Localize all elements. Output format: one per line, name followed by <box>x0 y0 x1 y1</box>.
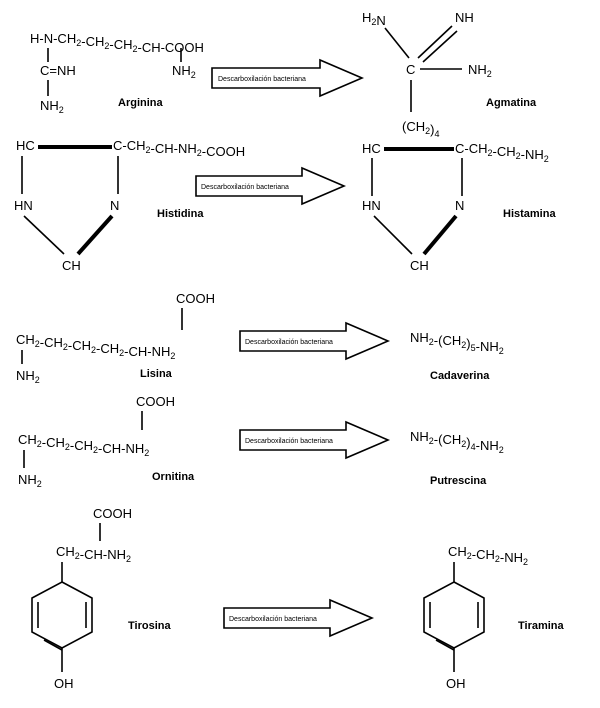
histidina-label: Histidina <box>157 208 204 220</box>
tiramina-oh: OH <box>446 676 466 691</box>
tirosina-label: Tirosina <box>128 620 171 632</box>
histidina-hc: HC <box>16 138 35 153</box>
ornitina-label: Ornitina <box>152 471 195 483</box>
reaction-arrow-label: Descarboxilación bacteriana <box>245 438 333 445</box>
reaction-arrow-3: Descarboxilación bacteriana <box>239 321 391 361</box>
agmatina-structure: H2N NH C NH2 (CH2)4 Agmatina <box>362 10 537 139</box>
arginina-alpha-amine: NH2 <box>172 63 196 80</box>
histamina-structure: HC C-CH2-CH2-NH2 HN N CH Histamina <box>362 141 556 273</box>
putrescina-formula: NH2-(CH2)4-NH2 <box>410 429 504 455</box>
reaction-arrow-label: Descarboxilación bacteriana <box>218 76 306 83</box>
arginina-main-chain: H-N-CH2-CH2-CH2-CH-COOH <box>30 31 204 55</box>
aromatic-bond <box>435 639 455 651</box>
tiramina-label: Tiramina <box>518 620 565 632</box>
arginina-label: Arginina <box>118 97 163 109</box>
ornitina-chain: CH2-CH2-CH2-CH-NH2 <box>18 432 149 458</box>
bond <box>384 27 410 59</box>
double-bond-thick <box>422 214 458 256</box>
agmatina-nh: NH <box>455 10 474 25</box>
putrescina-label: Putrescina <box>430 475 487 487</box>
reaction-arrow <box>195 166 347 206</box>
reaction-arrow-label: Descarboxilación bacteriana <box>201 184 289 191</box>
histamina-n: N <box>455 198 464 213</box>
tirosina-oh: OH <box>54 676 74 691</box>
tirosina-chain: CH2-CH-NH2 <box>56 544 131 564</box>
tirosina-cooh: COOH <box>93 506 132 521</box>
histidina-hn: HN <box>14 198 33 213</box>
ornitina-cooh: COOH <box>136 394 175 409</box>
agmatina-carbon: C <box>406 62 415 77</box>
reaction-arrow-2: Descarboxilación bacteriana <box>195 166 347 206</box>
tirosina-structure: COOH CH2-CH-NH2 OH Tirosina <box>31 506 171 691</box>
double-bond <box>422 30 458 63</box>
histamina-hc: HC <box>362 141 381 156</box>
histidina-n: N <box>110 198 119 213</box>
arginina-guanidine-nh2: NH2 <box>40 98 64 115</box>
arginina-guanidine-c-nh: C=NH <box>40 63 76 78</box>
histidina-structure: HC C-CH2-CH-NH2-COOH HN N CH Histidina <box>14 138 245 273</box>
reaction-arrow <box>239 321 391 361</box>
agmatina-h2n: H2N <box>362 10 386 28</box>
arginina-structure: H-N-CH2-CH2-CH2-CH-COOH NH2 C=NH NH2 Arg… <box>30 31 204 115</box>
cadaverina-formula: NH2-(CH2)5-NH2 <box>410 330 504 356</box>
bond <box>23 215 65 255</box>
double-bond <box>417 25 453 59</box>
benzene-ring <box>423 581 485 649</box>
cadaverina-structure: NH2-(CH2)5-NH2 Cadaverina <box>410 330 504 382</box>
histidina-ch: CH <box>62 258 81 273</box>
aromatic-bond <box>43 639 63 651</box>
tiramina-chain: CH2-CH2-NH2 <box>448 544 528 567</box>
lisina-cooh: COOH <box>176 291 215 306</box>
reaction-arrow-label: Descarboxilación bacteriana <box>229 616 317 623</box>
reaction-arrow-1: Descarboxilación bacteriana <box>211 58 365 98</box>
reaction-arrow-5: Descarboxilación bacteriana <box>223 598 375 638</box>
histidina-side-chain: C-CH2-CH-NH2-COOH <box>113 138 245 159</box>
lisina-chain: CH2-CH2-CH2-CH2-CH-NH2 <box>16 332 175 361</box>
bond <box>373 215 413 255</box>
histamina-hn: HN <box>362 198 381 213</box>
reaction-arrow <box>211 58 365 98</box>
histamina-label: Histamina <box>503 208 556 220</box>
agmatina-nh2: NH2 <box>468 62 492 79</box>
reaction-arrow-4: Descarboxilación bacteriana <box>239 420 391 460</box>
lisina-label: Lisina <box>140 368 173 380</box>
ornitina-delta-nh2: NH2 <box>18 472 42 489</box>
lisina-structure: COOH CH2-CH2-CH2-CH2-CH-NH2 NH2 Lisina <box>16 291 215 385</box>
lisina-epsilon-nh2: NH2 <box>16 368 40 385</box>
agmatina-label: Agmatina <box>486 97 537 109</box>
putrescina-structure: NH2-(CH2)4-NH2 Putrescina <box>410 429 504 487</box>
agmatina-ch2-chain: (CH2)4 <box>402 119 439 139</box>
double-bond-thick <box>76 214 114 256</box>
reaction-arrow <box>223 598 375 638</box>
benzene-ring <box>31 581 93 649</box>
histamina-ch: CH <box>410 258 429 273</box>
reaction-arrow <box>239 420 391 460</box>
reaction-arrow-label: Descarboxilación bacteriana <box>245 339 333 346</box>
histamina-side-chain: C-CH2-CH2-NH2 <box>455 141 549 164</box>
cadaverina-label: Cadaverina <box>430 370 490 382</box>
ornitina-structure: COOH CH2-CH2-CH2-CH-NH2 NH2 Ornitina <box>18 394 195 489</box>
tiramina-structure: CH2-CH2-NH2 OH Tiramina <box>423 544 565 691</box>
